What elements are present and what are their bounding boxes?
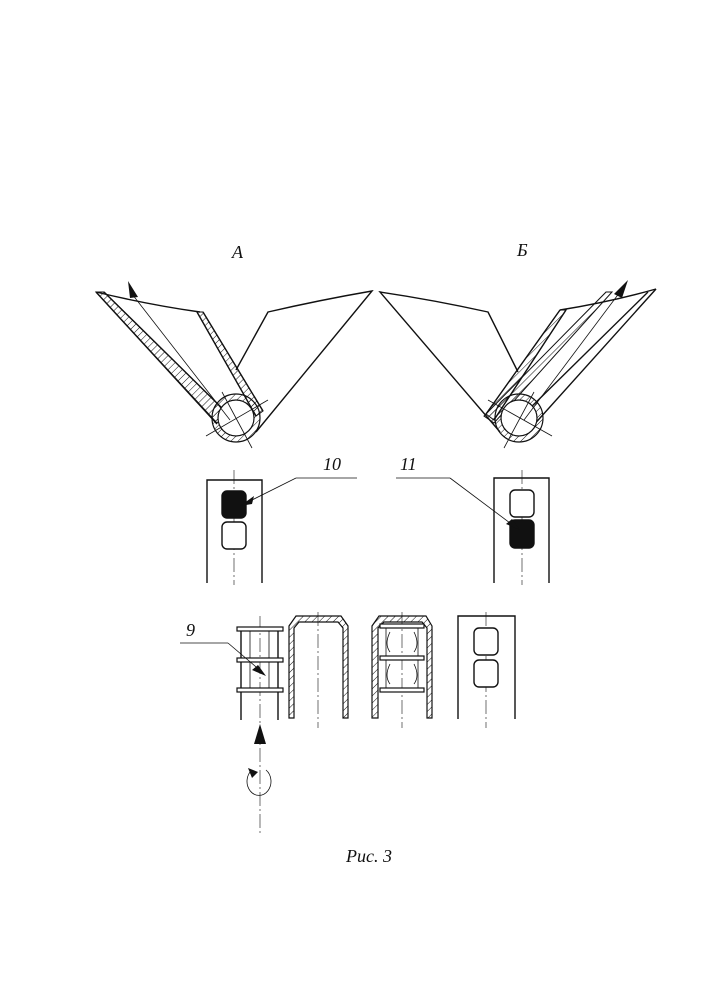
rack-part-9	[237, 616, 283, 835]
callout-11: 11	[396, 454, 520, 530]
assembled-section	[372, 612, 432, 728]
ref-numeral-9: 9	[186, 620, 195, 640]
ref-numeral-11: 11	[400, 454, 417, 474]
tube-with-lower-window	[494, 470, 549, 585]
view-a-fold-assembly	[96, 281, 372, 448]
figure-caption: Рис. 3	[345, 846, 392, 866]
ref-numeral-10: 10	[323, 454, 341, 474]
view-b-label: Б	[516, 240, 528, 260]
tube-two-windows	[458, 612, 515, 728]
view-a-label: А	[231, 242, 244, 262]
view-b-fold-assembly	[380, 280, 656, 448]
sectioned-cap	[289, 612, 348, 728]
tube-with-upper-window	[207, 470, 262, 585]
